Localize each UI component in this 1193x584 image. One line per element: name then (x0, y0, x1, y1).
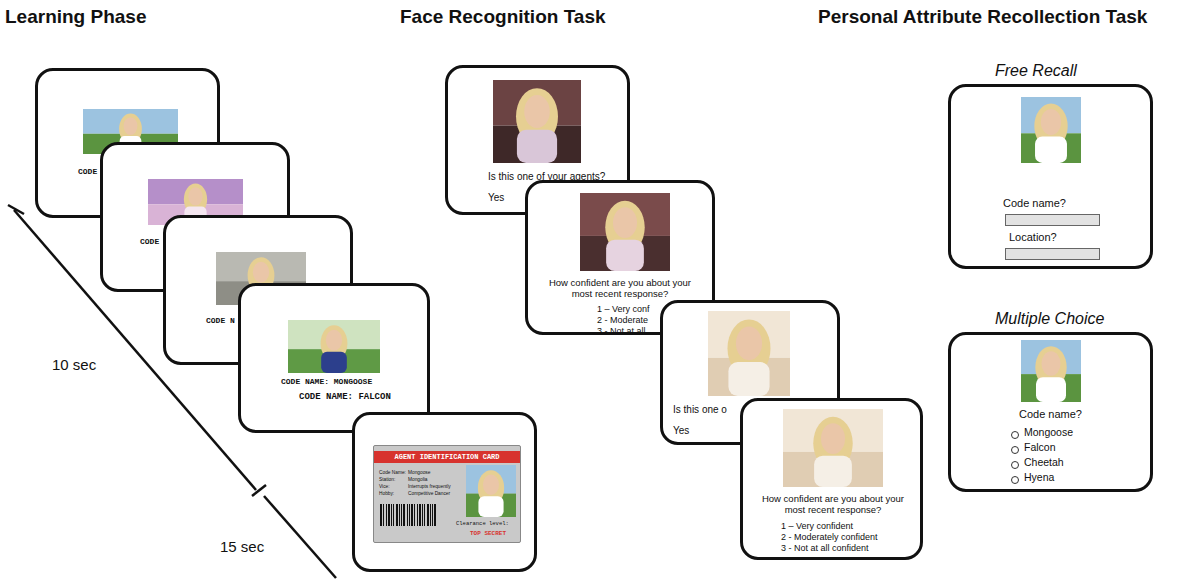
section-title: Personal Attribute Recollection Task (818, 6, 1147, 29)
text: Code name? (1003, 197, 1066, 210)
radio-button (1011, 431, 1019, 439)
text: CODE N (206, 316, 235, 326)
text: Free Recall (995, 61, 1077, 80)
photo (708, 311, 790, 396)
radio-button (1011, 446, 1019, 454)
barcode (380, 504, 438, 526)
text: Station: (379, 477, 395, 483)
section-title: Learning Phase (5, 6, 147, 29)
text: Code name? (951, 408, 1150, 421)
text: How confident are you about your most re… (753, 493, 913, 516)
radio-button (1011, 461, 1019, 469)
text: Mongoose (1024, 426, 1073, 439)
section-title: Face Recognition Task (400, 6, 606, 29)
timeline-tick (252, 485, 266, 496)
text: Interrupts frequently (408, 484, 451, 490)
free-recall-card: Free RecallCode name?Location? (948, 84, 1153, 269)
confidence-slide: How confident are you about your most re… (740, 398, 923, 560)
duration-label: 10 sec (52, 356, 96, 374)
text: 1 – Very confident (781, 521, 853, 532)
photo (466, 465, 516, 517)
radio-button (1011, 476, 1019, 484)
text: Is this one o (673, 404, 727, 416)
text: Yes (673, 425, 689, 437)
text: Vice: (379, 484, 390, 490)
learning-slide: CODE NAME: FALCONAGENT IDENTIFICATION CA… (352, 412, 537, 572)
photo (1021, 340, 1081, 402)
text: Competitive Dancer (408, 491, 450, 497)
text: Cheetah (1024, 456, 1064, 469)
text: Falcon (1024, 441, 1056, 454)
learning-slide: CODE NAME: MONGOOSE (238, 283, 430, 433)
text: TOP SECRET (470, 530, 506, 537)
input-field (1005, 248, 1100, 260)
text: Clearance level: (456, 521, 509, 528)
duration-label: 15 sec (220, 538, 264, 556)
multiple-choice-card: Multiple ChoiceCode name?MongooseFalconC… (948, 332, 1153, 492)
photo (580, 193, 670, 271)
text: 3 - Not at all (597, 326, 646, 337)
text: How confident are you about your most re… (540, 277, 700, 300)
photo (1021, 97, 1081, 163)
text: CODE NAME: MONGOOSE (281, 377, 372, 387)
text: 3 - Not at all confident (781, 543, 869, 554)
text: Location? (1009, 231, 1057, 244)
text: Code Name: (379, 470, 406, 476)
timeline-line (264, 496, 336, 578)
text: 2 - Moderately confident (781, 532, 878, 543)
text: AGENT IDENTIFICATION CARD (374, 451, 520, 463)
text: Mongoose (408, 470, 430, 476)
text: Multiple Choice (995, 309, 1104, 328)
input-field (1005, 214, 1100, 226)
photo (288, 320, 380, 373)
photo (493, 80, 581, 163)
agent-id-card: AGENT IDENTIFICATION CARD Code Name:Mongo… (373, 445, 521, 543)
text: CODE NAME: FALCON (291, 389, 399, 406)
text: 1 – Very conf (597, 304, 650, 315)
text: Yes (488, 192, 504, 204)
photo (783, 409, 883, 487)
text: Mongolia (408, 477, 427, 483)
text: Hobby: (379, 491, 394, 497)
text: CODE (78, 167, 97, 177)
text: CODE (140, 237, 159, 247)
text: 2 - Moderate (597, 315, 648, 326)
text: Hyena (1024, 471, 1054, 484)
